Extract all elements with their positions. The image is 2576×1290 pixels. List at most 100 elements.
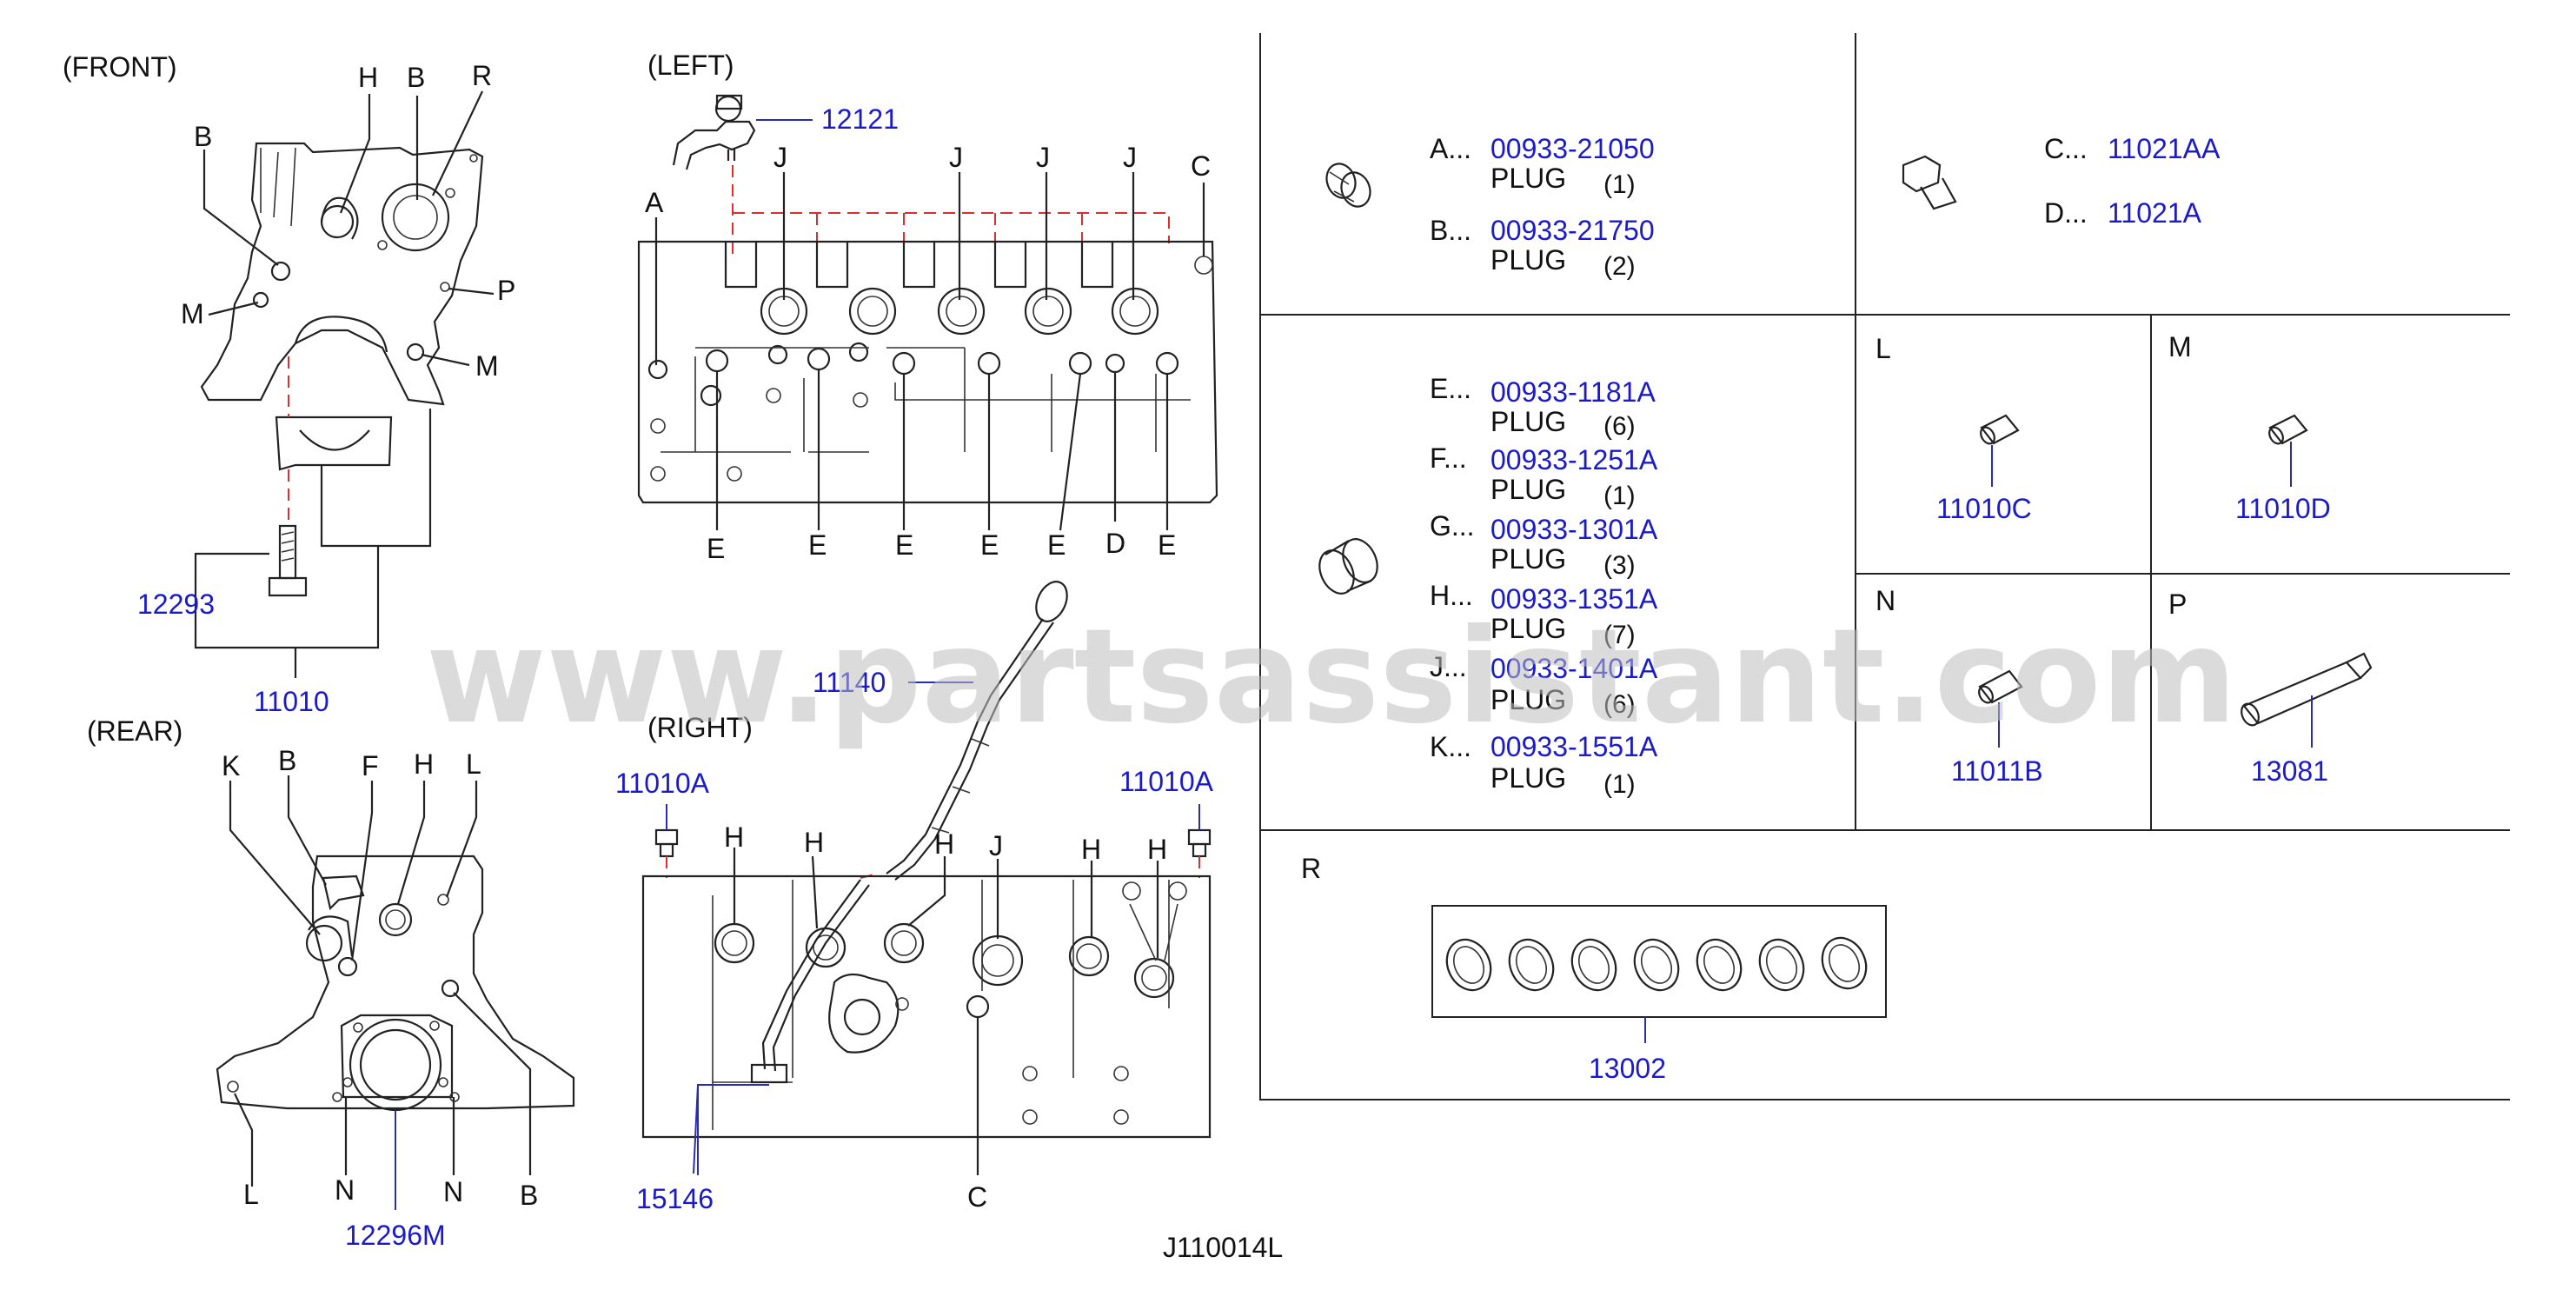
part-11010a-right[interactable]: 11010A [1119, 766, 1214, 797]
rear-hole-l2 [227, 1081, 239, 1093]
tube-15146 [761, 879, 870, 1072]
cell-ab-name-a: PLUG [1490, 163, 1566, 194]
left-callout-e3: E [895, 529, 913, 561]
front-crank-arch [294, 316, 388, 353]
part-11010a-left[interactable]: 11010A [615, 768, 710, 799]
front-hole-m2 [406, 342, 425, 362]
rear-callout-b: B [278, 745, 296, 776]
right-pump-center [843, 998, 881, 1036]
bolt-12293 [268, 524, 308, 597]
front-callout-p: P [497, 275, 515, 306]
cell-r: R 13002 [1301, 853, 1887, 1084]
part-00933-1181a[interactable]: 00933-1181A [1490, 376, 1656, 408]
cell-p-letter: P [2168, 588, 2187, 620]
front-leader-h [339, 94, 371, 214]
right-callout-h5: H [1147, 834, 1167, 865]
bearing-set-icon [1445, 936, 1868, 992]
cell-l-letter: L [1876, 333, 1891, 364]
rear-hole-b [441, 979, 460, 998]
part-11021a[interactable]: 11021A [2108, 197, 2202, 229]
cell-ek-letter-g: G... [1430, 510, 1475, 542]
part-00933-1351a[interactable]: 00933-1351A [1490, 583, 1658, 615]
left-view: (LEFT) 12121 [637, 50, 1218, 564]
right-block-outline [641, 874, 1212, 1139]
rear-callout-l2: L [243, 1179, 259, 1210]
rear-plate-outline [216, 854, 575, 1110]
rear-seal-inner [359, 1028, 432, 1101]
left-callout-e4: E [980, 529, 999, 561]
left-red-2 [733, 212, 1170, 243]
left-callout-j3: J [1036, 142, 1050, 173]
right-view: (RIGHT) 11140 11010A 11010A [615, 581, 1214, 1214]
part-00933-1401a[interactable]: 00933-1401A [1490, 653, 1658, 684]
left-callout-e2: E [808, 529, 827, 561]
rear-leader-b2 [453, 992, 532, 1175]
part-11010d[interactable]: 11010D [2235, 493, 2331, 524]
front-callout-r: R [472, 60, 492, 91]
part-00933-21750[interactable]: 00933-21750 [1490, 215, 1655, 246]
right-hole-b1 [895, 997, 909, 1011]
left-callout-d: D [1105, 528, 1125, 559]
cell-cd-letter-c: C... [2044, 133, 2088, 164]
pin-m-icon [2268, 414, 2308, 445]
front-bracket-11010 [194, 409, 432, 678]
left-callout-e1: E [707, 533, 725, 564]
cell-cd-letter-d: D... [2044, 197, 2088, 229]
right-view-title: (RIGHT) [647, 712, 753, 743]
cell-l: L 11010C [1876, 333, 2032, 524]
cell-ek-name-f: PLUG [1490, 474, 1566, 505]
rear-view: (REAR) K B F H L L [87, 715, 575, 1251]
rear-bracket-top [322, 874, 365, 911]
part-11010c[interactable]: 11010C [1936, 493, 2032, 524]
left-callout-a: A [645, 187, 664, 218]
cell-ek-letter-h: H... [1430, 580, 1473, 611]
part-11021aa[interactable]: 11021AA [2108, 133, 2221, 164]
part-00933-1551a[interactable]: 00933-1551A [1490, 731, 1658, 762]
tube-15146-bracket [750, 1063, 788, 1084]
right-callout-h1: H [724, 821, 744, 853]
right-callout-h2: H [804, 827, 824, 858]
part-11011b[interactable]: 11011B [1951, 755, 2043, 787]
bearing-set-box [1431, 905, 1887, 1018]
part-00933-1301a[interactable]: 00933-1301A [1490, 514, 1658, 545]
rear-seal-flange [340, 1014, 454, 1099]
front-callout-b2: B [194, 121, 212, 152]
rear-leader-h [396, 781, 426, 905]
cell-m-letter: M [2168, 331, 2192, 362]
part-13002[interactable]: 13002 [1589, 1053, 1666, 1084]
left-bore-row [760, 287, 1159, 336]
part-13081[interactable]: 13081 [2251, 755, 2328, 787]
rear-hole-l [437, 894, 449, 906]
diagram-id: J110014L [1163, 1232, 1283, 1263]
rear-callout-f: F [362, 750, 379, 781]
rear-view-title: (REAR) [87, 715, 183, 747]
part-12121[interactable]: 12121 [821, 103, 899, 135]
right-callout-c: C [967, 1181, 987, 1213]
left-view-title: (LEFT) [647, 50, 734, 81]
part-11140[interactable]: 11140 [813, 667, 886, 698]
part-15146[interactable]: 15146 [636, 1183, 714, 1214]
cell-ek-name-k: PLUG [1490, 762, 1566, 794]
front-view-title: (FRONT) [63, 51, 177, 83]
part-00933-21050[interactable]: 00933-21050 [1490, 133, 1655, 164]
rear-callout-h: H [414, 748, 434, 780]
left-callout-j4: J [1123, 142, 1137, 173]
left-callout-c: C [1191, 150, 1211, 182]
cell-ab-qty-b: (2) [1603, 252, 1636, 281]
front-leader-m [208, 301, 259, 316]
left-block-ribs [661, 347, 1191, 453]
cell-m: M 11010D [2168, 331, 2331, 524]
part-11010[interactable]: 11010 [254, 686, 329, 717]
cell-r-letter: R [1301, 853, 1321, 884]
left-block-top-teeth [724, 242, 1114, 289]
cell-ab-letter-a: A... [1430, 133, 1471, 164]
part-12296m[interactable]: 12296M [345, 1220, 446, 1251]
rear-hole-k-rim [308, 915, 354, 957]
cell-ek-name-j: PLUG [1490, 684, 1566, 715]
front-leader-p [448, 287, 495, 296]
part-12293[interactable]: 12293 [137, 588, 215, 620]
left-red-3 [816, 213, 1083, 261]
pin-l-icon [1980, 414, 2020, 445]
rear-callout-l: L [466, 748, 481, 780]
part-00933-1251a[interactable]: 00933-1251A [1490, 444, 1658, 475]
